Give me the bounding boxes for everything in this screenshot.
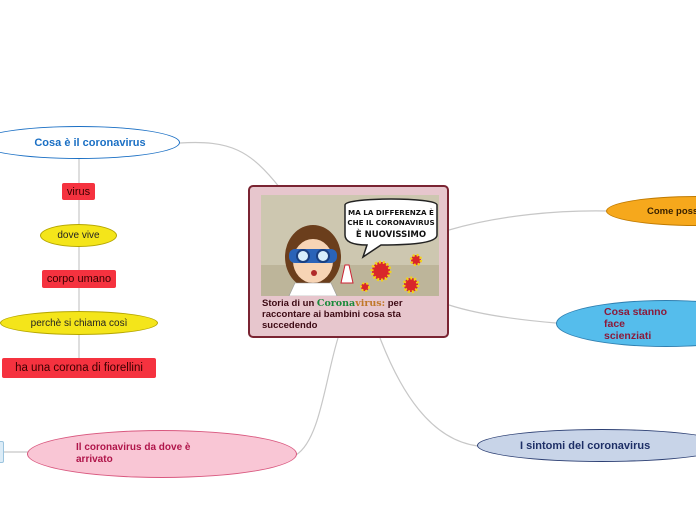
- branch-da-dove-label: Il coronavirus da dove è arrivato: [76, 442, 191, 465]
- subtopic-virus-label: virus: [66, 185, 91, 198]
- link-come-poss: [448, 210, 609, 231]
- branch-da-dove-e-arrivato[interactable]: Il coronavirus da dove è arrivato: [27, 430, 297, 478]
- subtopic-dove-vive-label: dove vive: [57, 230, 100, 241]
- subtopic-virus[interactable]: virus: [62, 183, 95, 200]
- central-title-virus: virus:: [355, 298, 386, 309]
- central-title-rest: per raccontare ai bambini cosa sta succe…: [262, 298, 403, 331]
- bubble-line-2: CHE IL CORONAVIRUS: [347, 218, 434, 227]
- central-illustration: MA LA DIFFERENZA È CHE IL CORONAVIRUS È …: [261, 195, 439, 296]
- subtopic-corona-fiorellini[interactable]: ha una corona di fiorellini: [2, 358, 156, 378]
- central-title-corona: Corona: [316, 298, 356, 309]
- branch-cosa-e-label: Cosa è il coronavirus: [34, 136, 146, 149]
- branch-cosa-e-il-coronavirus[interactable]: Cosa è il coronavirus: [0, 126, 180, 159]
- subtopic-perche-label: perchè si chiama così: [30, 317, 128, 329]
- branch-cosa-stanno-label: Cosa stanno face scienziati: [604, 305, 668, 342]
- link-sintomi: [379, 337, 479, 447]
- subtopic-perche-si-chiama[interactable]: perchè si chiama così: [0, 311, 158, 335]
- subtopic-dove-vive[interactable]: dove vive: [40, 224, 117, 247]
- branch-come-poss-label: Come poss: [647, 205, 696, 217]
- central-topic-title: Storia di un Coronavirus: per raccontare…: [262, 298, 442, 331]
- link-cosa-stanno: [448, 304, 557, 324]
- branch-sintomi[interactable]: I sintomi del coronavirus: [477, 429, 696, 462]
- subtopic-corona-label: ha una corona di fiorellini: [15, 362, 143, 374]
- bubble-line-3: È NUOVISSIMO: [356, 228, 426, 240]
- central-topic-node[interactable]: MA LA DIFFERENZA È CHE IL CORONAVIRUS È …: [248, 185, 449, 338]
- central-title-prefix: Storia di un: [262, 298, 317, 309]
- subtopic-corpo-umano[interactable]: corpo umano: [42, 270, 116, 288]
- branch-sintomi-label: I sintomi del coronavirus: [520, 439, 651, 452]
- subtopic-corpo-umano-label: corpo umano: [46, 273, 112, 285]
- virus-icon: [360, 253, 423, 294]
- link-da-dove: [295, 337, 339, 456]
- left-edge-node[interactable]: [0, 441, 4, 463]
- bubble-line-1: MA LA DIFFERENZA È: [348, 208, 434, 217]
- link-cosa-e: [179, 141, 281, 189]
